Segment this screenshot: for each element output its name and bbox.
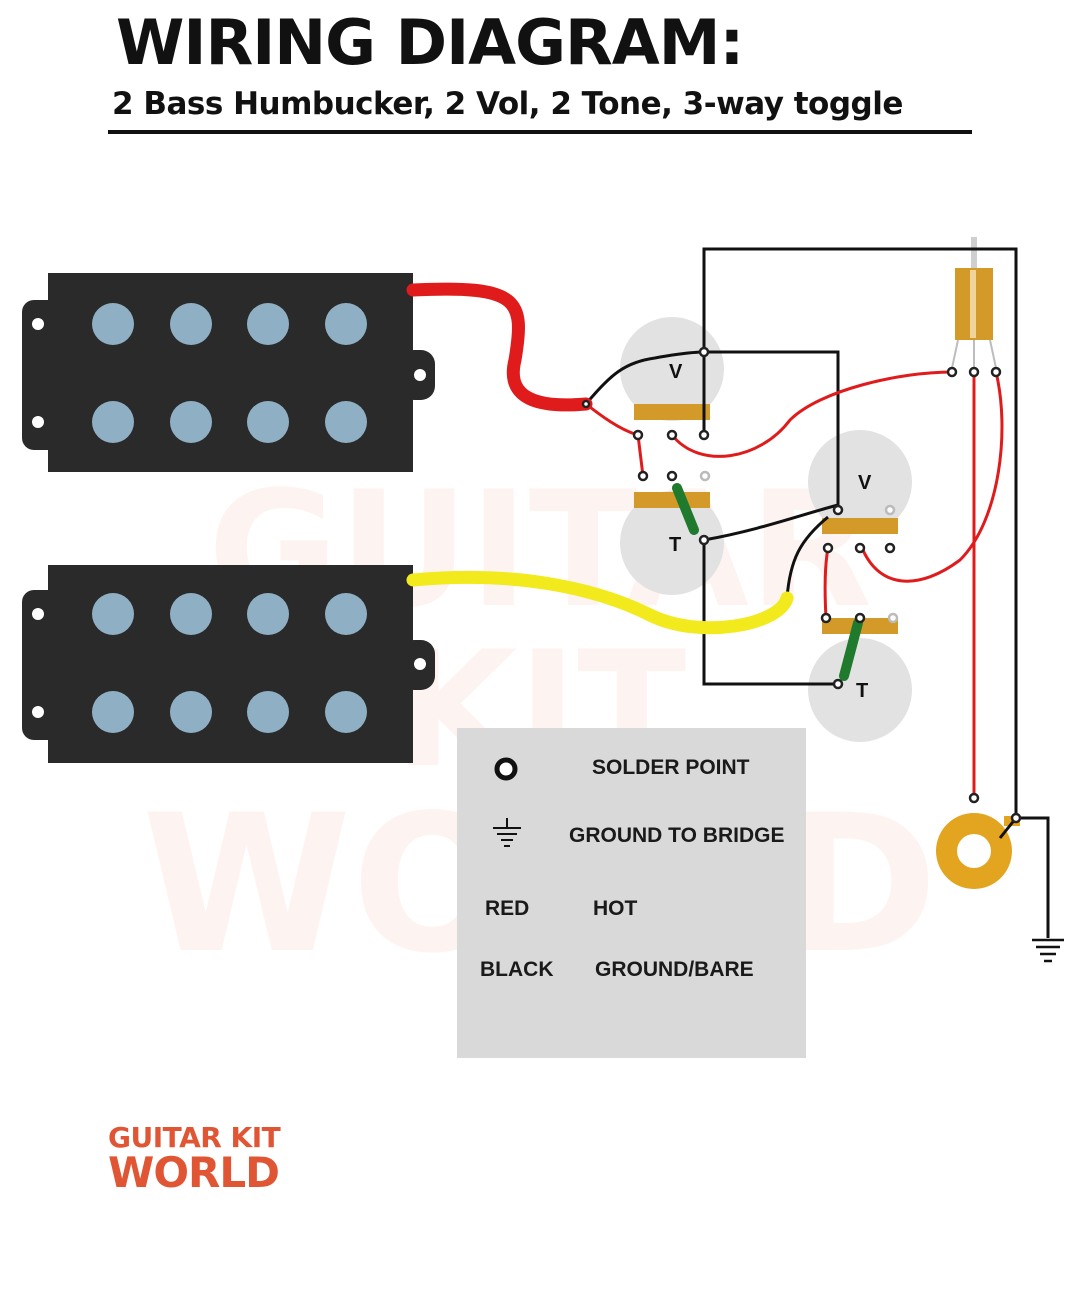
tone-pot-2-label: T [856, 680, 868, 702]
brand-line-2: WORLD [108, 1148, 280, 1197]
page-subtitle: 2 Bass Humbucker, 2 Vol, 2 Tone, 3-way t… [112, 86, 903, 122]
legend-black-key: BLACK [480, 958, 554, 981]
neck-pickup-body [48, 273, 413, 472]
tone-pot-1-label: T [669, 534, 681, 556]
ground-to-bridge-icon [493, 818, 521, 847]
brand-logo: GUITAR KIT WORLD [108, 1121, 281, 1197]
tone-pot-1 [620, 491, 724, 595]
legend-box: SOLDER POINT GROUND TO BRIDGE RED HOT BL… [457, 728, 806, 1058]
brand-line-1: GUITAR KIT [108, 1121, 281, 1154]
volume-pot-1 [620, 317, 724, 421]
volume-pot-2-label: V [858, 472, 872, 494]
legend-black-value: GROUND/BARE [595, 958, 754, 981]
page-title: WIRING DIAGRAM: [116, 6, 744, 79]
solder-points [581, 346, 1022, 824]
title-underline [108, 130, 972, 134]
tone-capacitor-2 [839, 618, 863, 681]
bridge-pickup-lead [406, 570, 794, 635]
three-way-toggle [951, 237, 997, 369]
bridge-pickup [22, 565, 435, 763]
bridge-pickup-pole-pieces [92, 593, 367, 733]
neck-pickup-hot-lead [406, 282, 593, 412]
ground-symbol-icon [1032, 938, 1064, 963]
legend-solder-point: SOLDER POINT [592, 756, 750, 779]
tone-capacitor-1 [672, 483, 699, 535]
legend-red-value: HOT [593, 897, 638, 920]
ground-wires [584, 247, 1050, 938]
neck-pickup-pole-pieces [92, 303, 367, 443]
bridge-pickup-body [48, 565, 413, 763]
volume-pot-1-label: V [669, 361, 683, 383]
legend-red-key: RED [485, 897, 530, 920]
output-jack [936, 813, 1020, 889]
solder-point-icon [494, 757, 518, 781]
neck-pickup [22, 273, 435, 472]
legend-ground-to-bridge: GROUND TO BRIDGE [569, 824, 785, 847]
